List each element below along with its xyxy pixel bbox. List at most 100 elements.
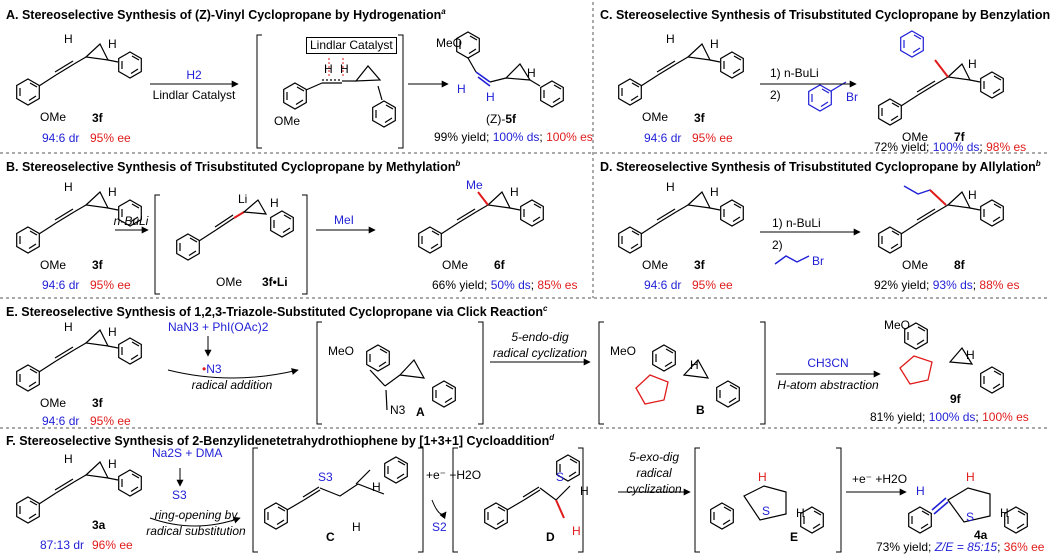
h-label: H [690, 358, 699, 372]
compound-6f: 6f [494, 258, 505, 272]
p6f-result: 66% yield; 50% ds; 85% es [432, 278, 578, 292]
compound-4a: 4a [974, 528, 988, 542]
me-label: Me [466, 178, 483, 192]
intermediate-a: A [416, 405, 425, 419]
ome-label: OMe [274, 114, 301, 128]
li-label: Li [238, 192, 248, 206]
section-a-title-text: A. Stereoselective Synthesis of (Z)-Viny… [6, 8, 442, 23]
radical-label: radical [636, 466, 672, 480]
azide-radical: •N3 [202, 362, 222, 376]
p8f-es: 88% es [979, 278, 1020, 292]
p9f-ds: 100% ds [928, 410, 976, 424]
compound-3f: 3f [694, 111, 705, 125]
radical-cyclization-label: radical cyclization [492, 346, 588, 360]
sm-dr: 94:6 dr [42, 131, 80, 145]
section-e-title: E. Stereoselective Synthesis of 1,2,3-Tr… [6, 302, 547, 319]
radical-substitution-label: radical substitution [146, 524, 246, 538]
p9f-yield: 81% yield; [870, 410, 926, 424]
section-f-footnote: d [549, 433, 555, 442]
p4a-yield: 73% yield; [876, 540, 932, 554]
ome-label: OMe [442, 258, 469, 272]
h-label: H [666, 32, 675, 46]
section-d-title-text: D. Stereoselective Synthesis of Trisubst… [600, 160, 1036, 175]
section-b-title: B. Stereoselective Synthesis of Trisubst… [6, 157, 460, 174]
p8f-result: 92% yield; 93% ds; 88% es [874, 278, 1020, 292]
step2-label: 2) [772, 238, 783, 252]
sm-a-dr: 87:13 dr [40, 538, 85, 552]
h-label: H [64, 180, 73, 194]
n3-label: N3 [390, 403, 406, 417]
h-label: H [796, 506, 805, 520]
section-b-footnote: b [455, 159, 461, 168]
mei-reagent: MeI [333, 213, 355, 227]
ome-label: OMe [40, 110, 67, 124]
h-label: H [64, 32, 73, 46]
compound-9f: 9f [950, 392, 961, 406]
lindlar-reagent: Lindlar Catalyst [152, 88, 236, 102]
h-label: H [758, 470, 767, 484]
section-c-title: C. Stereoselective Synthesis of Trisubst… [600, 5, 1050, 22]
compound-3f: 3f [694, 258, 705, 272]
br-label: Br [846, 90, 858, 104]
p5f-es: 100% es [546, 130, 593, 144]
n3-text: N3 [206, 362, 222, 376]
section-a-title: A. Stereoselective Synthesis of (Z)-Viny… [6, 5, 446, 22]
lindlar-box: Lindlar Catalyst [306, 37, 397, 54]
s-label: S [556, 470, 565, 484]
p8f-ds: 93% ds [932, 278, 973, 292]
h-label: H [580, 484, 589, 498]
section-b-title-text: B. Stereoselective Synthesis of Trisubst… [6, 160, 456, 175]
endo-dig-label: 5-endo-dig [511, 330, 569, 344]
compound-5f: 5f [505, 112, 516, 126]
ome-label: OMe [902, 258, 929, 272]
product-5f-label: (Z)-5f [486, 112, 516, 126]
p5f-ds: 100% ds [492, 130, 540, 144]
p4a-ze: Z/E = 85:15 [934, 540, 998, 554]
p6f-es: 85% es [537, 278, 578, 292]
intermediate-3f-li: 3f•Li [262, 275, 288, 289]
section-b-structures [17, 191, 544, 295]
section-e-footnote: c [542, 304, 548, 313]
p7f-yield: 72% yield; [874, 140, 930, 154]
sm-dr: 94:6 dr [42, 278, 80, 292]
section-d-title: D. Stereoselective Synthesis of Trisubst… [600, 157, 1041, 174]
h-label: H [486, 90, 495, 104]
step2-label: 2) [770, 88, 781, 102]
h-atom-abstraction-label: H-atom abstraction [777, 378, 879, 392]
h-label: H [108, 325, 117, 339]
sm-dr: 94:6 dr [644, 278, 682, 292]
ring-opening-label: ring-opening by [154, 508, 238, 522]
section-e-structures [17, 321, 1004, 425]
meo-label: MeO [436, 36, 463, 50]
h-label: H [916, 484, 925, 498]
h-label: H [1000, 506, 1009, 520]
sm-ee: 95% ee [90, 278, 131, 292]
p5f-result: 99% yield; 100% ds; 100% es [434, 130, 593, 144]
h-label: H [108, 457, 117, 471]
compound-3f: 3f [92, 111, 103, 125]
sm-ee: 95% ee [692, 278, 733, 292]
br-label: Br [812, 254, 824, 268]
intermediate-c: C [326, 530, 335, 544]
h-label: H [968, 188, 977, 202]
sm-ee: 95% ee [90, 131, 131, 145]
intermediate-b: B [696, 403, 705, 417]
intermediate-d: D [546, 530, 555, 544]
p9f-result: 81% yield; 100% ds; 100% es [870, 410, 1029, 424]
h-label: H [352, 520, 361, 534]
nbuli-step1: 1) n-BuLi [772, 216, 821, 230]
p7f-ds: 100% ds [932, 140, 980, 154]
s3-radical: S3 [172, 488, 187, 502]
compound-7f: 7f [954, 130, 965, 144]
p6f-ds: 50% ds [490, 278, 531, 292]
h-label: H [64, 320, 73, 334]
nan3-reagent: NaN3 + PhI(OAc)2 [168, 320, 269, 334]
p7f-result: 72% yield; 100% ds; 98% es [874, 140, 1027, 154]
ome-label: OMe [642, 258, 669, 272]
h-label: H [710, 185, 719, 199]
section-d-footnote: b [1035, 159, 1041, 168]
h-label: H [324, 62, 333, 76]
ome-label: OMe [902, 130, 929, 144]
ome-label: OMe [40, 258, 67, 272]
